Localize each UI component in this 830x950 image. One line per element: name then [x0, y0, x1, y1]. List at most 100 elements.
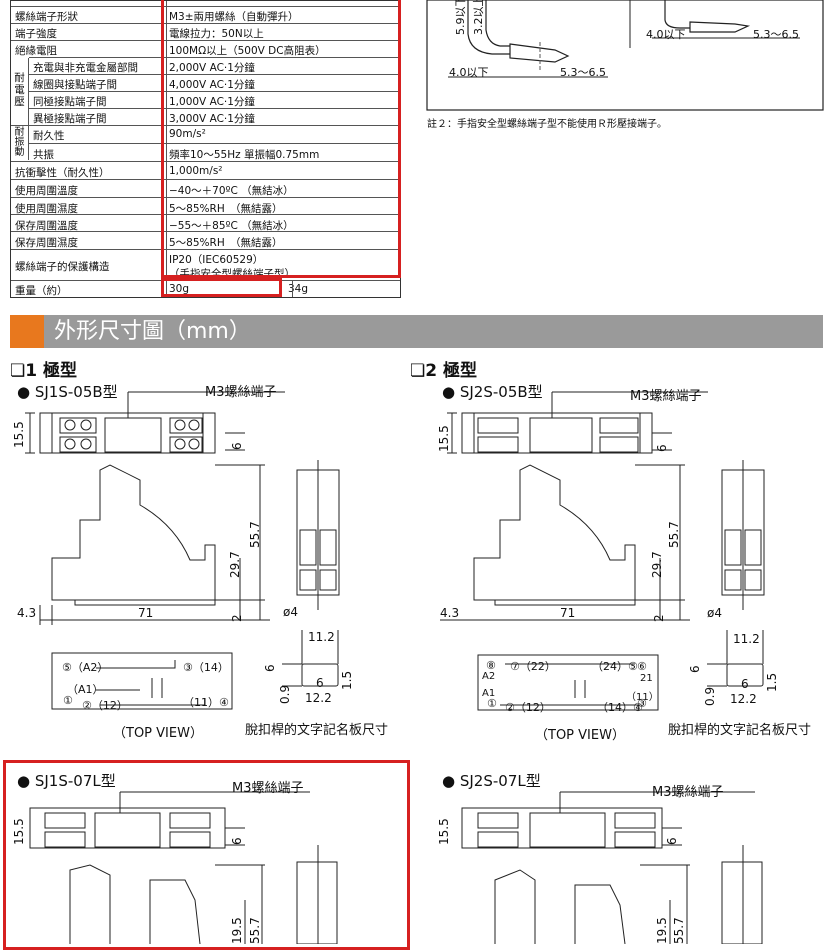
callout-label: M3螺絲端子 — [205, 385, 277, 400]
dim-label: 4.3 — [440, 606, 460, 620]
table-row: 異極接點端子間 3,000V AC·1分鐘 — [29, 108, 400, 126]
cell-label: 絕緣電阻 — [15, 45, 57, 57]
dim-label: 19.5 — [655, 917, 669, 944]
cell-label: 端子強度 — [15, 28, 57, 40]
cell-value: 34g — [288, 283, 309, 295]
table-row: 抗衝擊性（耐久性） 1,000m/s² — [11, 161, 400, 179]
cell-value: 3,000V AC·1分鐘 — [169, 113, 255, 125]
cell-value: −40～＋70ºC （無結冰） — [169, 185, 294, 197]
pin-label: 21 — [640, 673, 653, 684]
section-title-accent — [10, 315, 44, 348]
dim-label: 29.7 — [228, 551, 242, 578]
cell-value: 電線拉力：50N以上 — [169, 28, 264, 40]
pin-label: ⑧ — [486, 659, 496, 672]
note-text: 註２：手指安全型螺絲端子型不能使用Ｒ形壓接端子。 — [427, 119, 667, 130]
group-voltage-label: 耐電壓 — [11, 58, 29, 126]
dim-label: 4.0以下 — [646, 28, 686, 41]
dim-label: 55.7 — [672, 917, 686, 944]
cell-label: 使用周圍溫度 — [15, 185, 78, 197]
weight-divider — [292, 280, 293, 297]
cell-value: 90m/s² — [169, 128, 206, 140]
table-row: 充電與非充電金屬部間 2,000V AC·1分鐘 — [29, 57, 400, 75]
dim-label: 4.0以下 — [449, 66, 489, 79]
pin-label: （11）④ — [183, 696, 229, 709]
dim-label: 6 — [688, 665, 702, 673]
pin-label: ③ — [637, 697, 647, 710]
cell-value: 5～85%RH （無結露） — [169, 203, 283, 215]
cell-value: 1,000m/s² — [169, 165, 223, 177]
pin-label: ③（14） — [183, 661, 229, 674]
pole1-heading: ❏1 極型 — [10, 361, 77, 381]
dim-label: 11.2 — [733, 632, 760, 646]
pin-label: ②（12） — [82, 699, 128, 712]
row-line — [11, 125, 400, 126]
model-title: ● SJ1S-05B型 — [17, 383, 118, 401]
dim-label: ø4 — [707, 606, 722, 620]
cell-value: 2,000V AC·1分鐘 — [169, 62, 255, 74]
model-title: ● SJ2S-05B型 — [442, 383, 543, 401]
dim-label: 2 — [652, 614, 666, 622]
dim-label: 6 — [230, 837, 244, 845]
pin-label: ① — [63, 694, 73, 707]
dim-label: 15.5 — [12, 818, 26, 845]
cell-label: 使用周圍濕度 — [15, 203, 78, 215]
cell-value: IP20（IEC60529） — [169, 254, 264, 266]
dim-label: 12.2 — [730, 692, 757, 706]
section-title: 外形尺寸圖（mm） — [54, 319, 251, 344]
table-row: 共振頻率10～55Hz 單振幅0.75mm — [29, 143, 400, 161]
table-row: 使用周圍濕度 5～85%RH （無結露） — [11, 197, 400, 215]
cell-label: 抗衝擊性（耐久性） — [15, 167, 110, 179]
model-title: ● SJ2S-07L型 — [442, 772, 541, 790]
cell-label: 異極接點端子間 — [33, 113, 107, 125]
nameplate-caption: 脫扣桿的文字記名板尺寸 — [245, 723, 389, 738]
cell-value: 5～85%RH （無結露） — [169, 237, 283, 249]
highlight-frame — [161, 278, 282, 297]
pin-label: ②（12） — [505, 701, 551, 714]
cell-label: 耐久性 — [33, 130, 65, 142]
dim-label: 6 — [741, 677, 749, 691]
dim-label: 11.2 — [308, 630, 335, 644]
dim-label: 1.5 — [765, 672, 779, 692]
dim-label: 5.3～6.5 — [753, 28, 799, 41]
dim-label: 19.5 — [230, 917, 244, 944]
dim-label: 5.3～6.5 — [560, 66, 606, 79]
pole2-heading: ❏2 極型 — [410, 361, 477, 381]
dim-label: 0.9 — [703, 686, 717, 706]
cell-label: 螺絲端子形狀 — [15, 11, 78, 23]
cell-label: 充電與非充電金屬部間 — [33, 62, 138, 74]
dim-label: 71 — [560, 606, 576, 620]
cell-label: 保存周圍濕度 — [15, 237, 78, 249]
pin-label: （24）⑤ — [592, 660, 638, 673]
pin-label: ⑦（22） — [510, 660, 556, 673]
table-row: 耐久性 90m/s² — [29, 125, 400, 142]
cell-label: 重量（約） — [15, 285, 68, 297]
pin-label: ① — [487, 697, 497, 710]
section-title-bar — [10, 315, 823, 348]
cell-label: 同極接點端子間 — [33, 96, 107, 108]
dim-label: 6 — [316, 676, 324, 690]
pin-label: A1 — [482, 688, 496, 699]
dim-label: 0.9 — [278, 684, 292, 704]
top-view-caption: （TOP VIEW） — [113, 726, 203, 741]
dim-label: 15.5 — [437, 425, 451, 452]
dim-label: 2 — [230, 614, 244, 622]
dim-label: 15.5 — [12, 421, 26, 448]
cell-value: 30g — [169, 283, 190, 295]
dim-label: 55.7 — [248, 521, 262, 548]
cell-value: M3±兩用螺絲（自動彈升） — [169, 11, 299, 23]
callout-label: M3螺絲端子 — [630, 389, 702, 404]
pin-label: ⑤（A2） — [62, 661, 109, 674]
callout-label: M3螺絲端子 — [232, 781, 304, 796]
pin-label: ⑥ — [637, 660, 647, 673]
cell-value: 4,000V AC·1分鐘 — [169, 79, 255, 91]
dim-label: 6 — [263, 664, 277, 672]
dim-label: 4.3 — [17, 606, 37, 620]
dim-label: 12.2 — [305, 691, 332, 705]
dim-label: 6 — [665, 837, 679, 845]
